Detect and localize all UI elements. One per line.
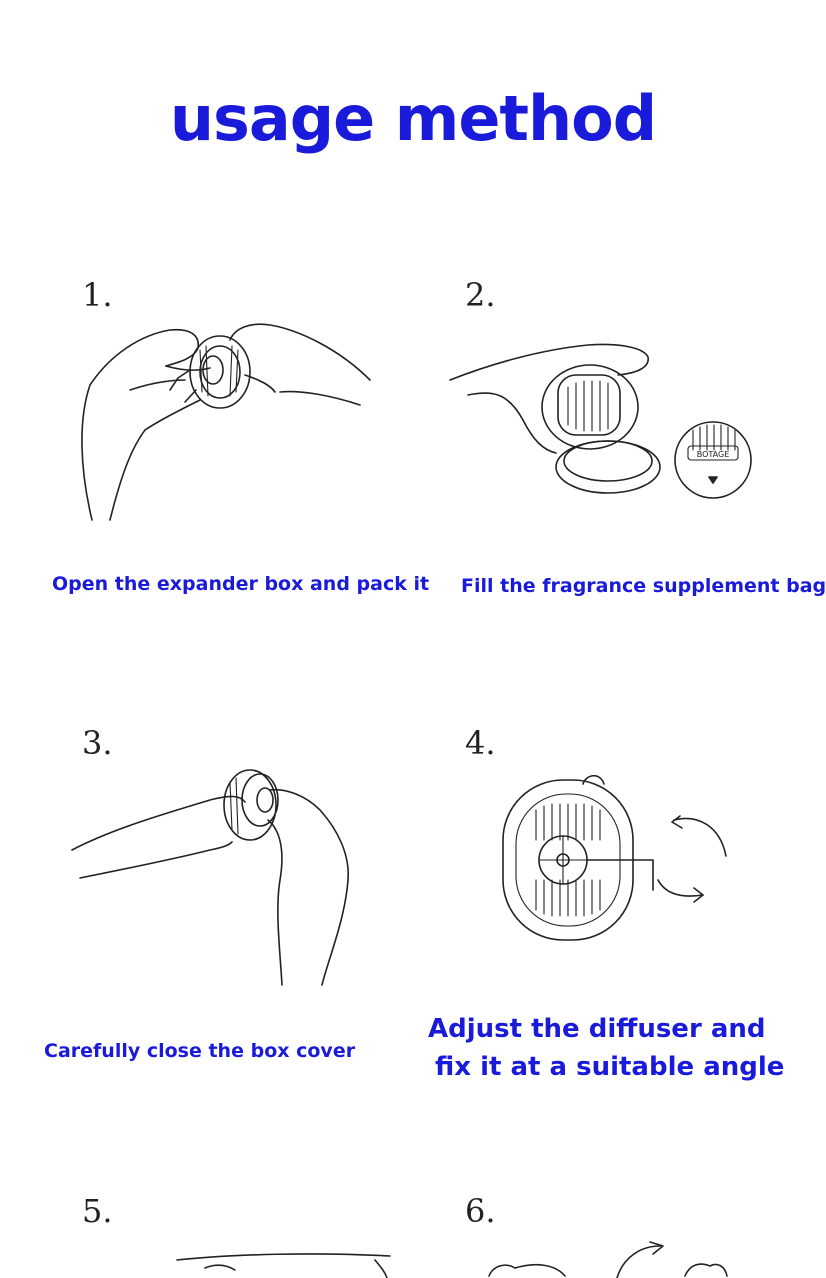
step-5-illustration-partial: [176, 1253, 391, 1278]
step-4-number: 4.: [465, 724, 496, 762]
step-4-caption-line-1: Adjust the diffuser and: [428, 1014, 766, 1044]
step-3-caption: Carefully close the box cover: [44, 1040, 356, 1062]
step-2-number: 2.: [465, 276, 496, 314]
step-4-illustration-adjust-diffuser: [502, 774, 727, 941]
step-6-illustration-partial: [488, 1241, 728, 1278]
step-1-number: 1.: [82, 276, 113, 314]
step-2-brand-label: BOTAGE: [697, 450, 730, 459]
step-3-number: 3.: [82, 724, 113, 762]
step-2-illustration-filling-box: BOTAGE: [449, 343, 752, 499]
page-title: usage method: [169, 82, 657, 155]
step-1-caption: Open the expander box and pack it: [52, 573, 430, 595]
step-4-caption-line-2: fix it at a suitable angle: [435, 1052, 785, 1082]
step-2-caption: Fill the fragrance supplement bag: [461, 575, 826, 597]
step-1-illustration-hands-opening-box: [81, 323, 371, 521]
step-5-number: 5.: [82, 1192, 113, 1230]
step-3-illustration-closing-cover: [71, 769, 349, 986]
step-6-number: 6.: [465, 1192, 496, 1230]
